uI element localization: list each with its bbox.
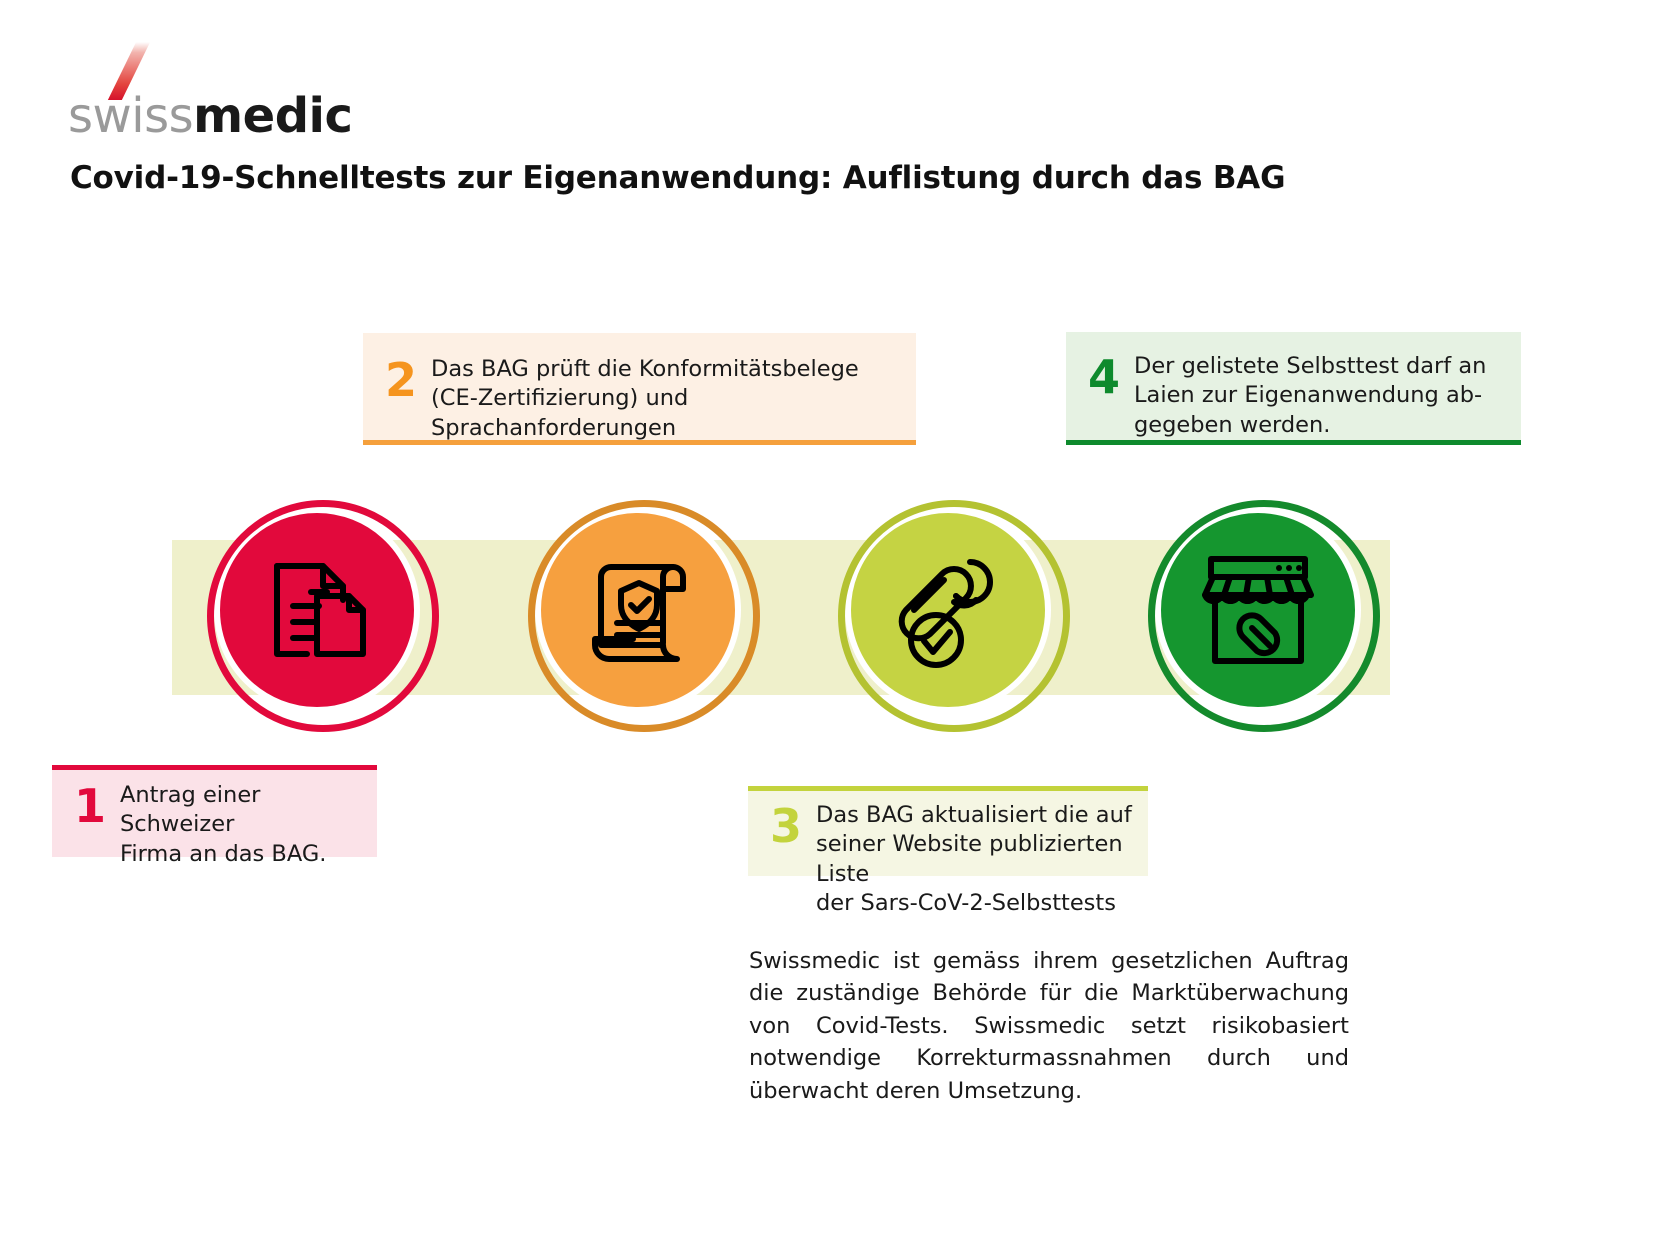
logo-word-medic: medic <box>193 88 353 144</box>
documents-icon <box>274 563 366 657</box>
step-callout-1: 1 Antrag einer Schweizer Firma an das BA… <box>52 765 377 867</box>
step-number-2: 2 <box>385 353 418 407</box>
step-icon-circle-1 <box>207 500 439 732</box>
circle-outer-ring-2 <box>528 500 760 732</box>
step-text-2: Das BAG prüft die Konformitätsbelege (CE… <box>431 356 859 441</box>
circle-outer-ring-1 <box>207 500 439 732</box>
logo-word-swiss: swiss <box>68 88 194 144</box>
step-text-4: Der gelistete Selbsttest darf an Laien z… <box>1134 353 1487 438</box>
step-text-1: Antrag einer Schweizer Firma an das BAG. <box>120 782 327 867</box>
step-text-3: Das BAG aktualisiert die auf seiner Webs… <box>816 802 1132 917</box>
step-icon-circle-2 <box>528 500 760 732</box>
footnote-paragraph: Swissmedic ist gemäss ihrem gesetzlichen… <box>749 948 1349 1104</box>
step-callout-2: 2 Das BAG prüft die Konformitätsbelege (… <box>363 333 916 445</box>
step-number-4: 4 <box>1088 350 1121 404</box>
click-check-icon <box>898 559 993 668</box>
step-icon-circle-4 <box>1148 500 1380 732</box>
step-callout-3: 3 Das BAG aktualisiert die auf seiner We… <box>748 786 1148 916</box>
step-number-3: 3 <box>770 799 803 853</box>
certificate-shield-icon <box>592 564 686 662</box>
circle-outer-ring-4 <box>1148 500 1380 732</box>
logo-wordmark: swissmedic <box>68 88 353 144</box>
page-title: Covid-19-Schnelltests zur Eigenanwendung… <box>70 160 1286 196</box>
pharmacy-shop-icon <box>1202 556 1314 664</box>
circle-outer-ring-3 <box>838 500 1070 732</box>
step-callout-4: 4 Der gelistete Selbsttest darf an Laien… <box>1066 332 1521 445</box>
step-number-1: 1 <box>74 779 107 833</box>
swissmedic-logo: swissmedic <box>68 40 353 144</box>
step-icon-circle-3 <box>838 500 1070 732</box>
